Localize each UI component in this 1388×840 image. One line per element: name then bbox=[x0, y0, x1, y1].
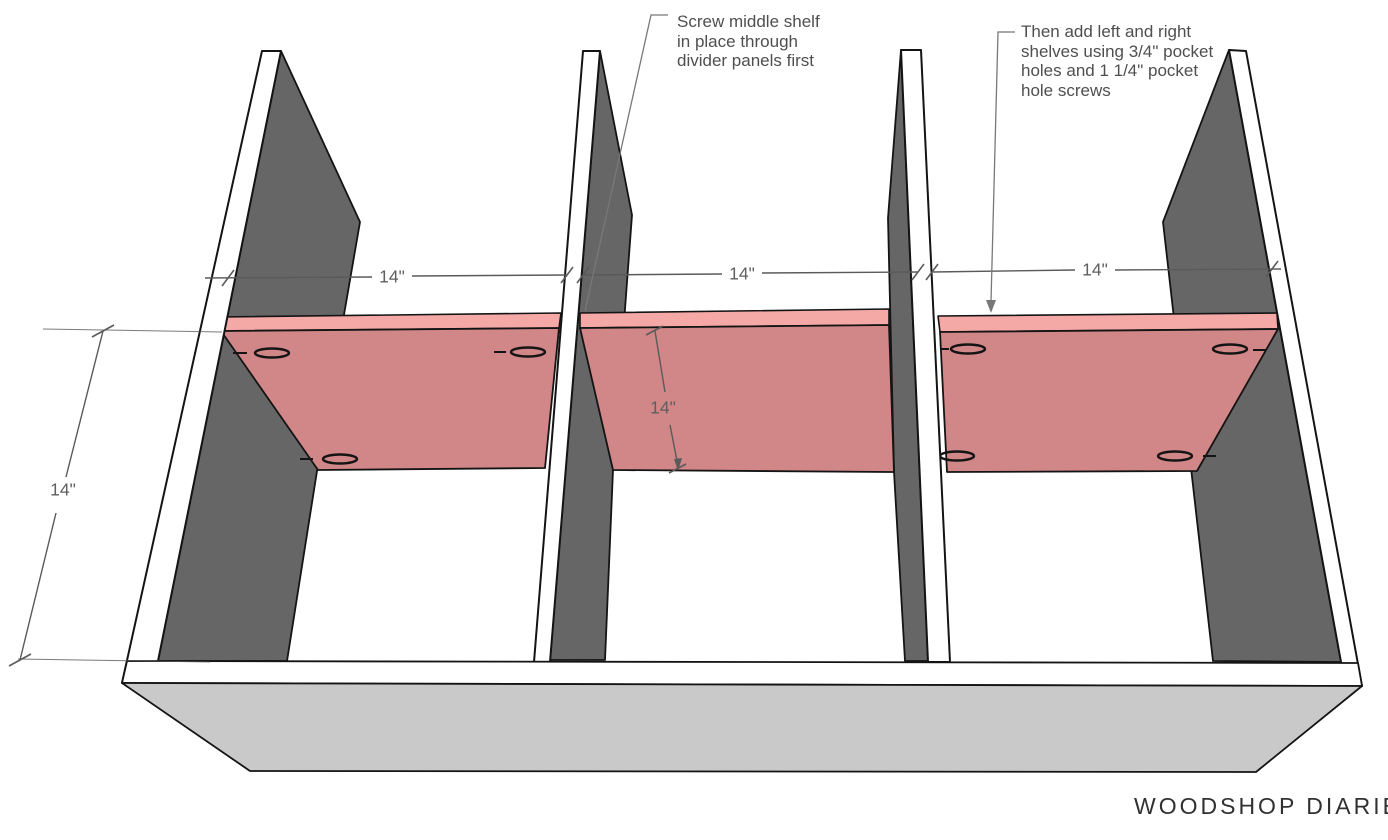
arrowhead bbox=[986, 300, 996, 313]
top-dimension-line bbox=[204, 260, 1282, 287]
left-shelf-pocket-holes bbox=[233, 346, 547, 465]
middle-shelf bbox=[579, 308, 895, 473]
pocket-hole bbox=[321, 453, 359, 465]
dimension-ticks bbox=[8, 324, 115, 667]
dimension-label-left-height: 14" bbox=[50, 479, 76, 500]
right-shelf-front-face bbox=[939, 328, 1279, 473]
pocket-hole bbox=[949, 343, 987, 355]
bottom-panel-top-edge bbox=[121, 660, 1363, 687]
pocket-hole bbox=[1156, 450, 1194, 462]
left-shelf-front-face bbox=[220, 327, 560, 471]
dimension-label-top-left: 14" bbox=[379, 266, 405, 287]
right-shelf bbox=[937, 312, 1279, 473]
left-dimension-line bbox=[8, 324, 223, 667]
pocket-hole bbox=[1211, 343, 1249, 355]
dimension-ticks bbox=[221, 260, 1279, 287]
shelves bbox=[220, 308, 1279, 473]
bottom-panel-front-face bbox=[121, 682, 1363, 773]
middle-shelf-front-face bbox=[579, 324, 895, 473]
pocket-hole bbox=[253, 347, 291, 359]
middle-shelf-note-leader bbox=[584, 14, 668, 312]
leader-lines bbox=[584, 14, 1015, 313]
shelf-depth-dimension-line bbox=[645, 325, 687, 474]
bottom-panel bbox=[121, 660, 1363, 773]
dimension-lines bbox=[8, 260, 1282, 667]
dimension-label-top-middle: 14" bbox=[729, 263, 755, 284]
watermark: WOODSHOP DIARIES bbox=[1134, 793, 1388, 819]
left-shelf bbox=[220, 312, 562, 471]
middle-shelf-annotation: Screw middle shelf in place through divi… bbox=[677, 12, 820, 70]
panel-edges bbox=[121, 49, 1363, 687]
dimension-label-top-right: 14" bbox=[1082, 259, 1108, 280]
arrowhead bbox=[674, 458, 682, 471]
pocket-hole bbox=[509, 346, 547, 358]
side-shelves-annotation: Then add left and right shelves using 3/… bbox=[1021, 22, 1214, 100]
dimension-label-shelf-depth: 14" bbox=[650, 397, 676, 418]
side-shelves-note-leader bbox=[990, 31, 1015, 303]
